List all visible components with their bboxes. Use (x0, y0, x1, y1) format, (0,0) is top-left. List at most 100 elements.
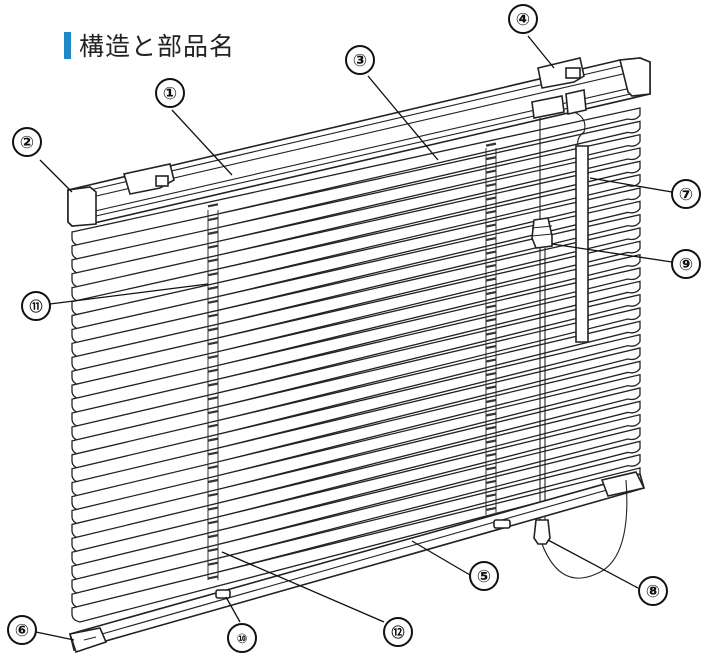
ladder-rung (207, 534, 219, 539)
ladder-rung (485, 412, 497, 417)
callout-12: ⑫ (221, 551, 413, 647)
ladder-right (485, 148, 497, 515)
ladder-rung (207, 451, 219, 456)
ladder-rung (485, 236, 497, 242)
cord-stop-right (493, 519, 511, 529)
end-cap-left (67, 186, 97, 227)
ladder-rung (207, 368, 219, 373)
ladder-rung (485, 317, 497, 323)
tilter-housing (531, 89, 587, 147)
ladder-rung (485, 223, 497, 228)
callout-label-9: ⑨ (679, 255, 693, 275)
loop-cord (541, 479, 628, 579)
tassel (533, 519, 551, 545)
ladder-rung (207, 258, 219, 263)
slat (71, 107, 641, 247)
ladder-rung (207, 396, 219, 401)
ladder-rung (207, 272, 219, 277)
slat (71, 333, 641, 484)
cord-equalizer (531, 217, 553, 249)
ladder-rung (207, 409, 219, 415)
bottom-rail (68, 471, 646, 653)
title-text: 構造と部品名 (79, 32, 236, 61)
ladder-rung (485, 466, 497, 471)
callout-label-2: ② (20, 133, 34, 153)
slat (71, 120, 641, 261)
ladder-rung (485, 250, 497, 255)
ladder-rung (207, 492, 219, 497)
callout-9: ⑨ (551, 243, 701, 279)
ladder-rung (485, 493, 497, 498)
callout-11: ⑪ (21, 283, 209, 321)
tilt-wand (575, 145, 589, 343)
ladder-rung (207, 285, 219, 291)
ladder-rung (207, 341, 219, 346)
ladder-rung (485, 439, 497, 444)
callout-2: ② (12, 127, 73, 193)
ladder-rung (485, 210, 497, 215)
slat (71, 400, 641, 554)
ladder-rung (485, 358, 497, 363)
callout-label-4: ④ (516, 10, 530, 30)
slats (71, 107, 641, 623)
slat (71, 373, 641, 526)
slat (71, 293, 641, 442)
ladder-rung (207, 561, 219, 566)
ladder-rung (485, 263, 497, 269)
ladder-rung (485, 398, 497, 404)
ladder-rung (485, 479, 497, 485)
ladder-rung (485, 506, 497, 512)
slat (71, 440, 641, 595)
ladder-rung (207, 230, 219, 235)
callout-label-7: ⑦ (679, 185, 693, 205)
ladder-rung (485, 425, 497, 431)
callout-label-11: ⑪ (29, 299, 42, 315)
callout-3: ③ (345, 45, 439, 161)
ladder-rung (207, 382, 219, 387)
ladder-rung (485, 183, 497, 188)
bottom-cap-left (68, 627, 108, 653)
slat (71, 307, 641, 456)
ladder-rung (207, 203, 219, 208)
callout-1: ① (155, 78, 233, 176)
ladder-rung (485, 371, 497, 377)
callout-label-10: ⑩ (236, 632, 247, 647)
ladder-rung (485, 344, 497, 350)
ladder-rung (207, 506, 219, 511)
slat (71, 160, 641, 303)
callout-7: ⑦ (589, 177, 701, 209)
callout-label-1: ① (163, 84, 177, 104)
bottom-cap-mark (83, 636, 97, 641)
slat (71, 133, 641, 275)
slat (71, 280, 641, 428)
ladder-rung (207, 217, 219, 222)
slat (71, 320, 641, 470)
end-cap-right (618, 57, 651, 97)
ladder-rung (207, 423, 219, 428)
slat (71, 200, 641, 345)
callout-label-5: ⑤ (477, 567, 491, 587)
slat (71, 253, 641, 400)
callout-label-3: ③ (353, 51, 367, 71)
ladder-rung (207, 437, 219, 442)
ladder-rung (485, 290, 497, 296)
callout-label-6: ⑥ (15, 621, 29, 641)
slat (71, 360, 641, 512)
ladder-rung (485, 196, 497, 201)
ladder-rung (207, 547, 219, 552)
ladder-rung (485, 277, 497, 282)
ladder-left (207, 210, 219, 580)
ladder-rung (485, 169, 497, 174)
ladder-rung (207, 299, 219, 304)
slat (71, 227, 641, 373)
ladder-rung (207, 465, 219, 470)
diagram-title: 構造と部品名 (64, 28, 235, 62)
slat (71, 427, 641, 581)
cord-stop-left (215, 589, 231, 599)
callout-10: ⑩ (225, 596, 257, 653)
ladder-rung (207, 327, 219, 332)
ladder-rung (207, 478, 219, 484)
slat (71, 453, 641, 609)
ladder-rung (485, 452, 497, 458)
ladder-rung (207, 575, 219, 580)
